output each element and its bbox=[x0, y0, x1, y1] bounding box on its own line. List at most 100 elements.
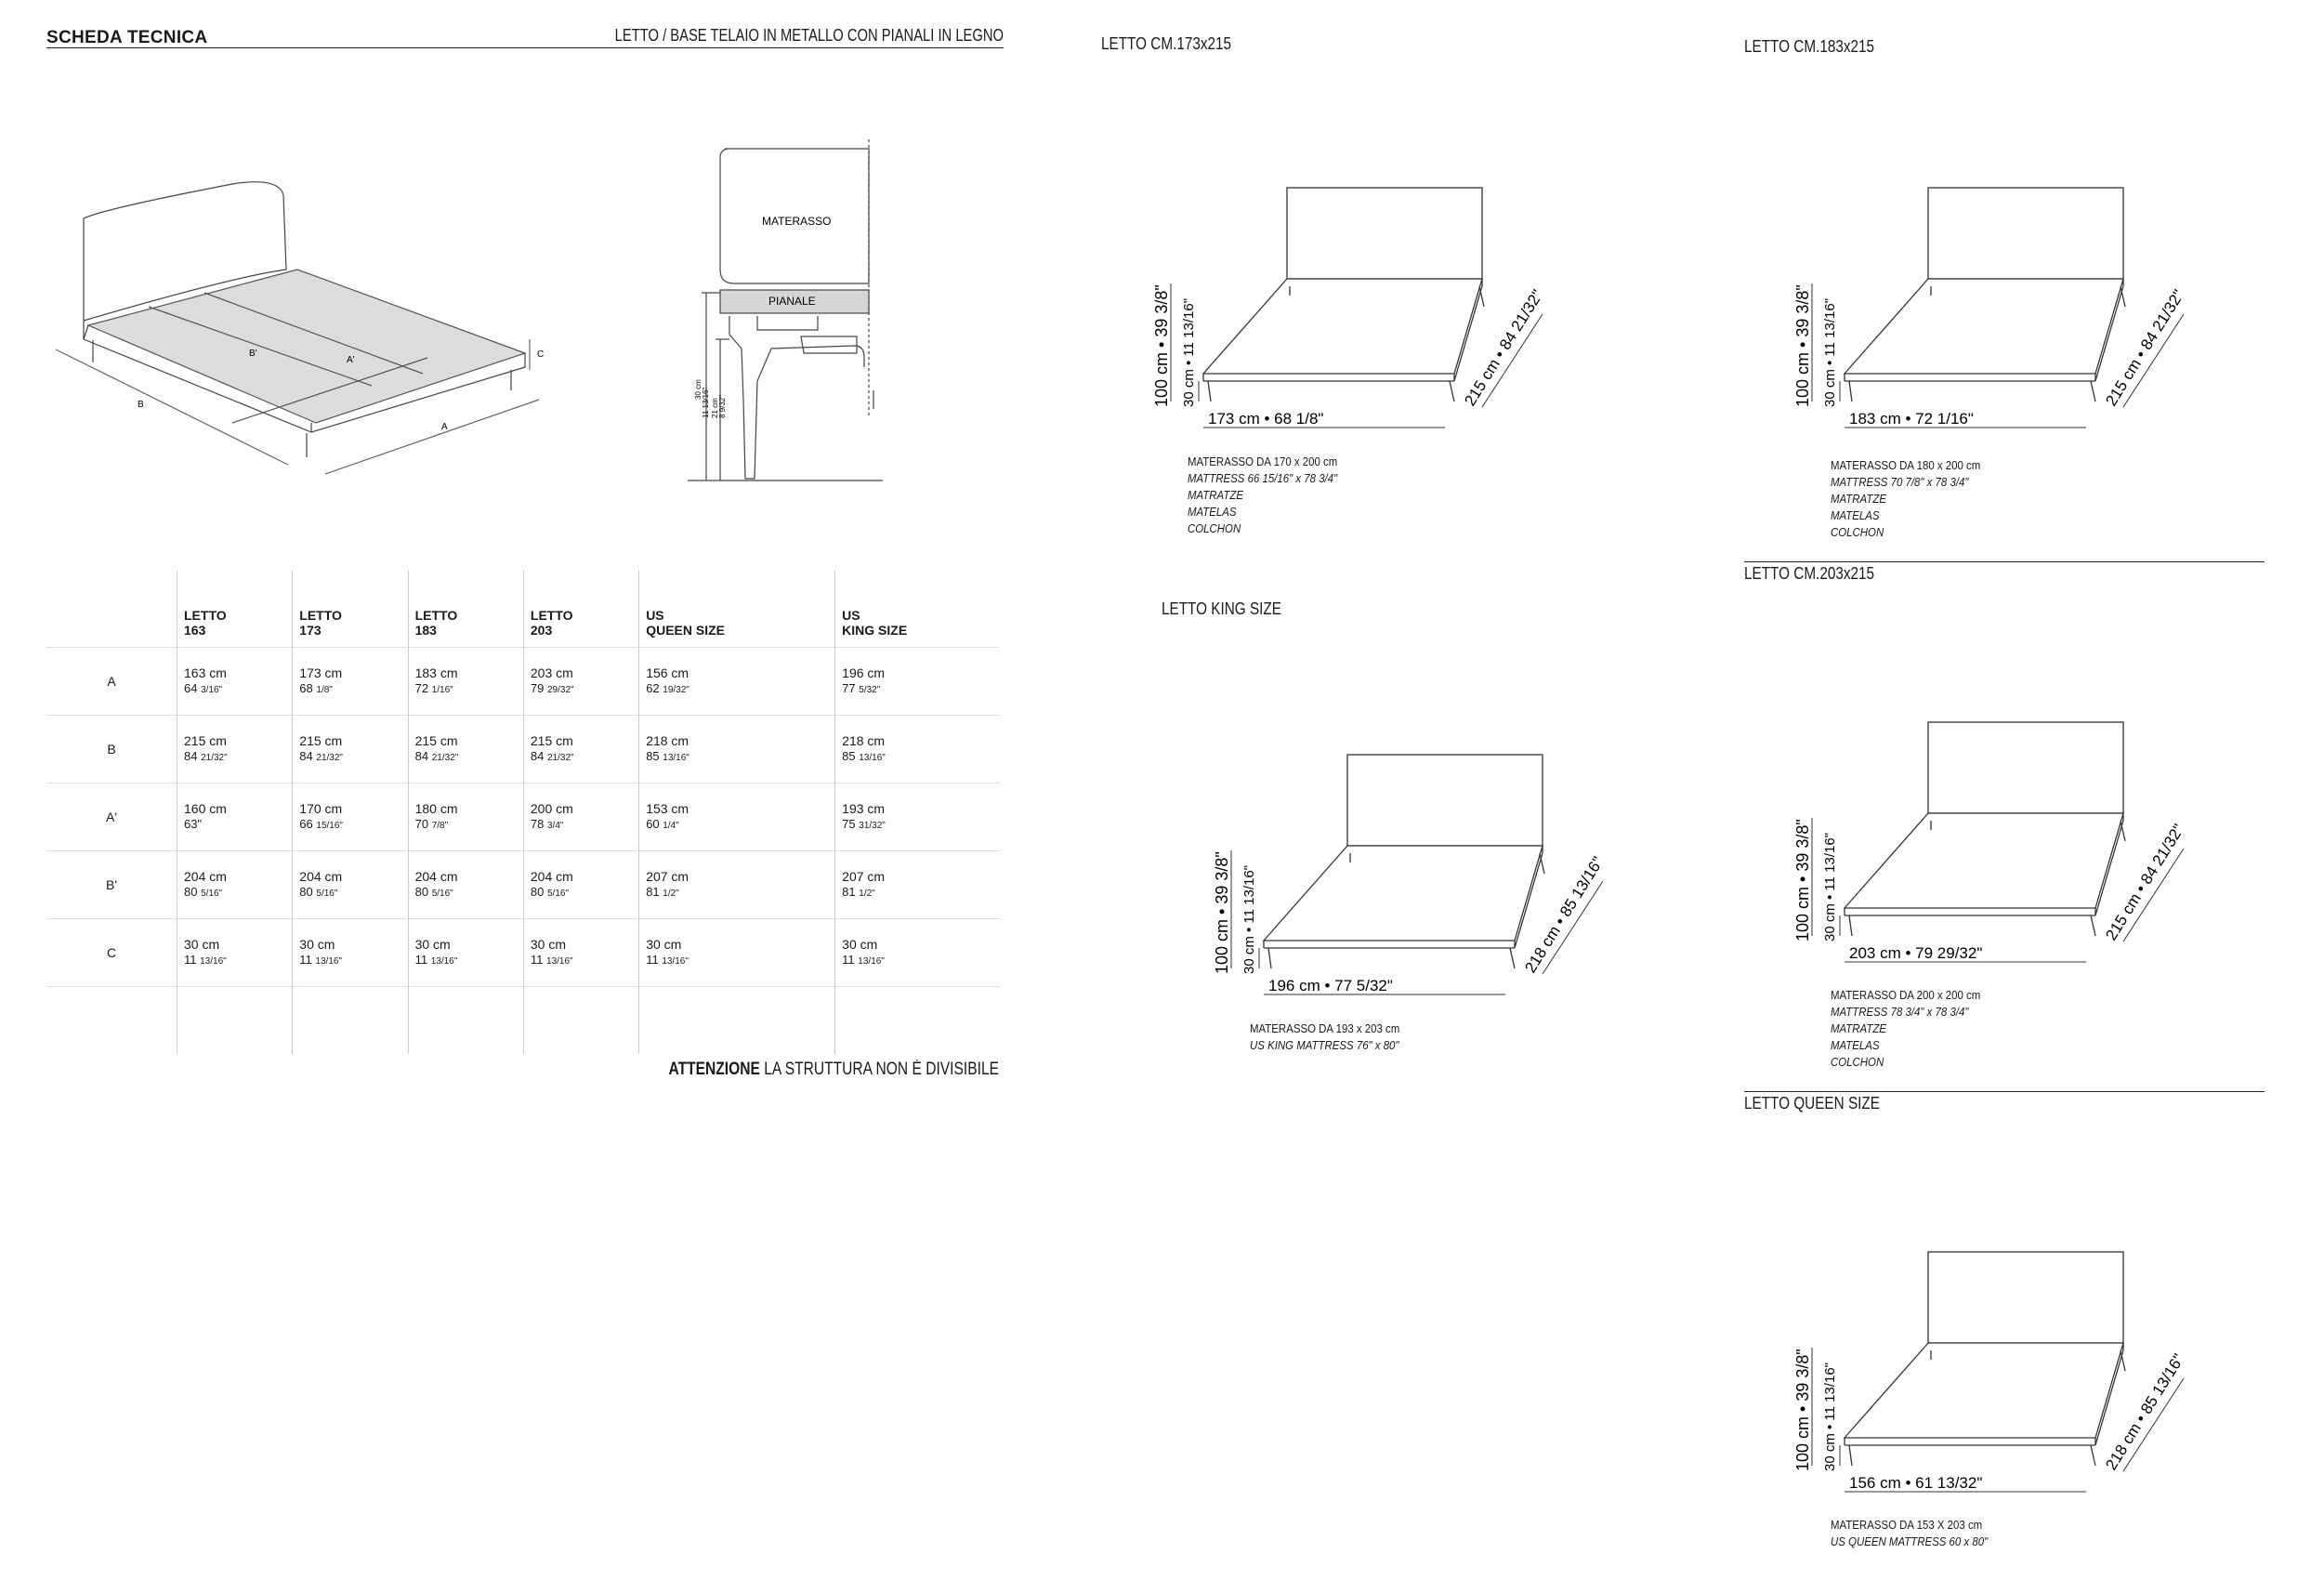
leg-dim: 30 cm • 11 13/16" bbox=[1822, 1363, 1838, 1471]
bed-title: LETTO CM.183x215 bbox=[1744, 37, 1875, 56]
table-cell: 193 cm 75 31/32" bbox=[834, 783, 999, 851]
label-a: A bbox=[441, 422, 448, 432]
spec-line: MATRATZE bbox=[1831, 492, 1886, 506]
table-cell: 204 cm 80 5/16" bbox=[176, 850, 293, 919]
bed-title: LETTO QUEEN SIZE bbox=[1744, 1094, 1880, 1113]
page-subtitle: LETTO / BASE TELAIO IN METALLO CON PIANA… bbox=[614, 26, 1004, 45]
spec-line: COLCHON bbox=[1188, 521, 1241, 535]
table-row-empty bbox=[46, 986, 999, 1054]
section-dim-30cm: 30 cm bbox=[694, 379, 702, 400]
section-rule bbox=[1744, 561, 2265, 562]
bed-drawing: 100 cm • 39 3/8" 30 cm • 11 13/16" 196 c… bbox=[1213, 754, 1607, 995]
label-c: C bbox=[537, 349, 544, 360]
spec-line: MATRATZE bbox=[1188, 488, 1243, 502]
spec-line: MATERASSO DA 180 x 200 cm bbox=[1831, 458, 1981, 472]
width-dim: 196 cm • 77 5/32" bbox=[1268, 977, 1393, 994]
header-rule bbox=[46, 47, 1004, 48]
table-cell: 30 cm 11 13/16" bbox=[292, 918, 409, 987]
leg-dim: 30 cm • 11 13/16" bbox=[1822, 833, 1838, 941]
width-dim: 173 cm • 68 1/8" bbox=[1208, 410, 1323, 428]
mattress-spec: MATERASSO DA 193 x 203 cm US KING MATTRES… bbox=[1250, 1020, 1399, 1054]
table-cell: 30 cm 11 13/16" bbox=[834, 918, 999, 987]
spec-line: MATRATZE bbox=[1831, 1021, 1886, 1035]
table-cell: 200 cm 78 3/4" bbox=[522, 783, 639, 851]
bed-isometric-diagram: B' A' A B C bbox=[55, 181, 544, 475]
bed-title: LETTO KING SIZE bbox=[1162, 599, 1281, 618]
mattress-spec: MATERASSO DA 180 x 200 cm MATTRESS 70 7/8… bbox=[1831, 457, 1980, 541]
table-cell: 30 cm 11 13/16" bbox=[638, 918, 835, 987]
height-dim: 100 cm • 39 3/8" bbox=[1793, 819, 1812, 941]
height-dim: 100 cm • 39 3/8" bbox=[1793, 284, 1812, 407]
page-title: SCHEDA TECNICA bbox=[46, 28, 208, 47]
leg-dim: 30 cm • 11 13/16" bbox=[1181, 298, 1197, 407]
label-materasso: MATERASSO bbox=[762, 215, 831, 228]
table-cell: 30 cm 11 13/16" bbox=[522, 918, 639, 987]
row-key: B' bbox=[46, 850, 177, 919]
bed-title: LETTO CM.203x215 bbox=[1744, 564, 1875, 583]
width-dim: 156 cm • 61 13/32" bbox=[1849, 1474, 1982, 1492]
table-cell: 204 cm 80 5/16" bbox=[292, 850, 409, 919]
spec-line: MATTRESS 70 7/8" x 78 3/4" bbox=[1831, 475, 1969, 489]
table-cell: 215 cm 84 21/32" bbox=[522, 715, 639, 783]
table-cell: 218 cm 85 13/16" bbox=[638, 715, 835, 783]
row-key: B bbox=[46, 715, 177, 783]
table-cell: 163 cm 64 3/16" bbox=[176, 647, 293, 716]
table-cell: 30 cm 11 13/16" bbox=[407, 918, 524, 987]
table-cell: 170 cm 66 15/16" bbox=[292, 783, 409, 851]
section-diagram: MATERASSO PIANALE 30 cm 11 13/16" 21 cm … bbox=[688, 139, 883, 481]
section-dim-11in: 11 13/16" bbox=[702, 387, 710, 418]
row-key: A' bbox=[46, 783, 177, 851]
spec-line: MATTRESS 78 3/4" x 78 3/4" bbox=[1831, 1005, 1969, 1019]
table-cell: 183 cm 72 1/16" bbox=[407, 647, 524, 716]
table-row: B' 204 cm 80 5/16" 204 cm 80 5/16" 204 c… bbox=[46, 850, 999, 919]
spec-line: MATERASSO DA 153 X 203 cm bbox=[1831, 1518, 1983, 1532]
label-pianale: PIANALE bbox=[768, 295, 816, 308]
bed-title: LETTO CM.173x215 bbox=[1101, 34, 1232, 53]
table-cell: 215 cm 84 21/32" bbox=[407, 715, 524, 783]
table-cell: 156 cm 62 19/32" bbox=[638, 647, 835, 716]
spec-line: US KING MATTRESS 76" x 80" bbox=[1250, 1038, 1399, 1052]
row-key: A bbox=[46, 647, 177, 716]
table-row: A' 160 cm 63" 170 cm 66 15/16" 180 cm 70… bbox=[46, 783, 999, 851]
spec-line: MATERASSO DA 193 x 203 cm bbox=[1250, 1021, 1400, 1035]
table-cell: 173 cm 68 1/8" bbox=[292, 647, 409, 716]
table-cell: 215 cm 84 21/32" bbox=[176, 715, 293, 783]
width-dim: 203 cm • 79 29/32" bbox=[1849, 944, 1982, 962]
section-rule bbox=[1744, 1091, 2265, 1092]
label-b: B bbox=[138, 400, 144, 410]
section-dim-8in: 8 9/32" bbox=[718, 395, 727, 418]
height-dim: 100 cm • 39 3/8" bbox=[1793, 1349, 1812, 1471]
label-b-prime: B' bbox=[249, 349, 257, 359]
spec-line: MATERASSO DA 170 x 200 cm bbox=[1188, 454, 1338, 468]
section-dim-21cm: 21 cm bbox=[711, 398, 719, 418]
table-cell: 153 cm 60 1/4" bbox=[638, 783, 835, 851]
bed-drawing: 100 cm • 39 3/8" 30 cm • 11 13/16" 183 c… bbox=[1793, 187, 2187, 428]
table-cell: 207 cm 81 1/2" bbox=[638, 850, 835, 919]
spec-line: US QUEEN MATTRESS 60 x 80" bbox=[1831, 1534, 1989, 1548]
leg-dim: 30 cm • 11 13/16" bbox=[1241, 865, 1257, 974]
spec-line: COLCHON bbox=[1831, 525, 1884, 539]
table-row: C 30 cm 11 13/16" 30 cm 11 13/16" 30 cm … bbox=[46, 918, 999, 987]
mattress-spec: MATERASSO DA 153 X 203 cm US QUEEN MATTRE… bbox=[1831, 1517, 1988, 1550]
height-dim: 100 cm • 39 3/8" bbox=[1213, 851, 1231, 974]
leg-dim: 30 cm • 11 13/16" bbox=[1822, 298, 1838, 407]
table-cell: 160 cm 63" bbox=[176, 783, 293, 851]
bed-drawing: 100 cm • 39 3/8" 30 cm • 11 13/16" 203 c… bbox=[1793, 721, 2187, 963]
table-cell: 204 cm 80 5/16" bbox=[407, 850, 524, 919]
table-cell: 218 cm 85 13/16" bbox=[834, 715, 999, 783]
bed-drawing: 100 cm • 39 3/8" 30 cm • 11 13/16" 156 c… bbox=[1793, 1251, 2187, 1493]
bed-drawing: 100 cm • 39 3/8" 30 cm • 11 13/16" 173 c… bbox=[1152, 187, 1546, 428]
table-cell: 204 cm 80 5/16" bbox=[522, 850, 639, 919]
spec-line: COLCHON bbox=[1831, 1055, 1884, 1069]
table-cell: 215 cm 84 21/32" bbox=[292, 715, 409, 783]
warning-note: ATTENZIONE LA STRUTTURA NON È DIVISIBILE bbox=[668, 1060, 999, 1079]
table-cell: 30 cm 11 13/16" bbox=[176, 918, 293, 987]
spec-line: MATELAS bbox=[1831, 1038, 1880, 1052]
